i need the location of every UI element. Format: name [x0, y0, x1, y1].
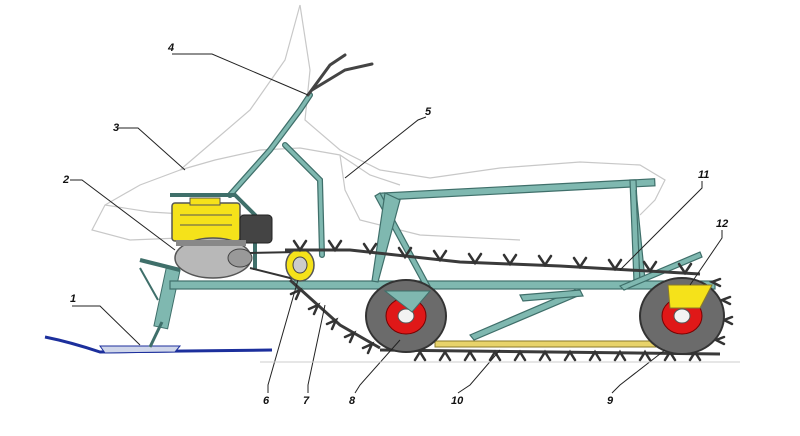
track-lug	[413, 349, 427, 362]
track-lug	[563, 349, 577, 362]
callout-11: 11	[698, 169, 709, 181]
track-lug	[432, 249, 448, 263]
callout-5: 5	[425, 106, 432, 118]
track-lug	[502, 253, 518, 267]
leader-lines	[70, 53, 723, 394]
track-lug	[708, 277, 722, 288]
callout-4: 4	[167, 42, 174, 54]
main-frame	[169, 178, 716, 341]
track-front	[288, 278, 381, 350]
callout-12: 12	[716, 218, 728, 230]
track-lower	[379, 348, 721, 356]
handlebar-column-inner	[228, 93, 324, 257]
track-lug	[292, 239, 308, 253]
track-lug	[327, 239, 343, 253]
drive-pulley	[285, 248, 315, 282]
track-lug	[325, 317, 339, 331]
drive-belt	[249, 251, 299, 281]
track-lug	[289, 287, 303, 301]
track-lug	[397, 246, 413, 260]
track-lug	[438, 349, 452, 362]
ghost-body-outline	[91, 4, 666, 241]
rear-road-wheel	[639, 277, 725, 355]
track-lug	[307, 302, 321, 316]
callout-6: 6	[263, 395, 270, 407]
callout-3: 3	[113, 122, 119, 134]
track-lug	[361, 341, 375, 355]
ski-strut	[139, 266, 181, 348]
track-lug	[513, 349, 527, 362]
track-lug	[538, 349, 552, 362]
track-lug	[638, 349, 652, 362]
callout-10: 10	[451, 395, 464, 407]
track-lug	[463, 349, 477, 362]
track-lug	[537, 254, 553, 268]
track-lug	[720, 315, 734, 326]
ski	[44, 335, 273, 354]
front-road-wheel	[365, 279, 447, 353]
callout-8: 8	[349, 395, 356, 407]
track-lug	[588, 349, 602, 362]
slide-rail	[434, 340, 661, 348]
handlebar-grips	[306, 53, 374, 97]
track-lug	[718, 295, 732, 306]
callout-9: 9	[607, 395, 614, 407]
track-lug	[467, 252, 483, 266]
track-lug	[642, 260, 658, 274]
track-lugs	[289, 239, 734, 362]
track-lug	[613, 349, 627, 362]
callout-labels: 1 2 3 4 5 6 7 8 9 10 11 12	[62, 42, 728, 407]
track-lug	[362, 242, 378, 256]
track-lug	[488, 349, 502, 362]
track-lug	[343, 330, 357, 344]
callout-2: 2	[62, 174, 69, 186]
track-upper	[285, 248, 701, 276]
callout-7: 7	[303, 395, 310, 407]
callout-1: 1	[70, 293, 76, 305]
track-lug	[677, 262, 693, 276]
track-lug	[607, 258, 623, 272]
track-lug	[712, 335, 726, 346]
track-lug	[572, 256, 588, 270]
engine	[171, 197, 273, 279]
